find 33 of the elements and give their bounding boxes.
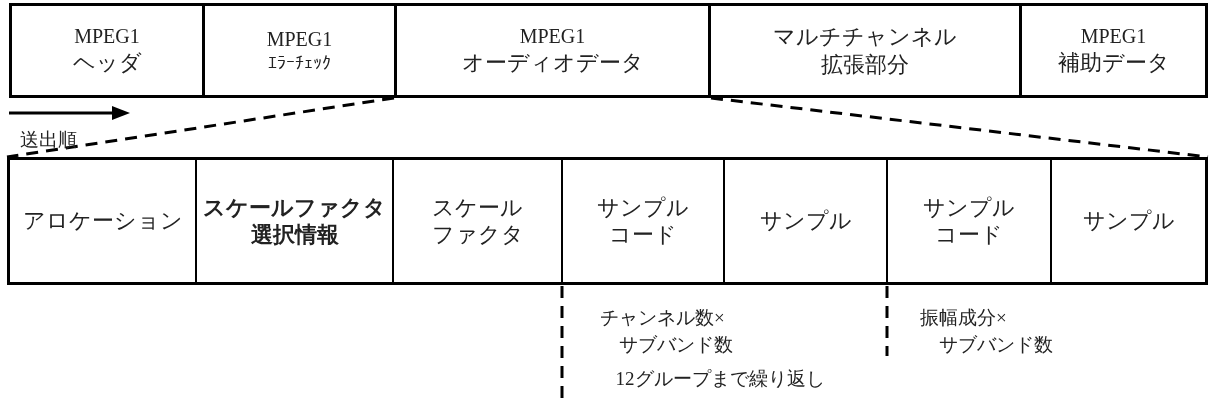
- field-name: ヘッダ: [72, 49, 142, 77]
- repeat-count-label: チャンネル数×サブバンド数: [600, 306, 733, 357]
- field-box: [195, 157, 395, 285]
- repeat-note: 12グループまで繰り返し: [614, 367, 826, 391]
- field-name: サンプルコード: [923, 193, 1015, 249]
- field-name: MPEG1: [519, 24, 586, 50]
- expansion-line: [6, 96, 395, 159]
- field-box: [708, 3, 1022, 98]
- field-name: マルチチャンネル拡張部分: [773, 23, 957, 78]
- field-name: サンプル: [759, 207, 852, 235]
- field-box: [202, 3, 397, 98]
- field-name: サンプルコード: [597, 193, 689, 249]
- field-box: [9, 3, 205, 98]
- send-order-label: 送出順: [20, 128, 78, 152]
- field-box: [394, 3, 711, 98]
- field-name: スケールファクタ選択情報: [203, 193, 386, 249]
- repeat-count-label: 振幅成分×サブバンド数: [920, 306, 1053, 357]
- field-name: MPEG1: [74, 24, 140, 50]
- field-box: [392, 157, 564, 285]
- field-name: スケールファクタ: [431, 193, 524, 249]
- field-name: MPEG1: [1080, 24, 1147, 50]
- field-name: MPEG1: [266, 26, 333, 52]
- field-name: サンプル: [1082, 207, 1175, 235]
- field-name: 補助データ: [1057, 49, 1170, 77]
- field-name: ｴﾗｰﾁｪｯｸ: [268, 51, 331, 75]
- field-name: アロケーション: [22, 207, 183, 235]
- field-box: [1050, 157, 1208, 285]
- field-box: [886, 157, 1053, 285]
- field-box: [723, 157, 889, 285]
- field-name: オーディオデータ: [461, 49, 644, 77]
- field-box: [561, 157, 726, 285]
- field-box: [1019, 3, 1208, 98]
- field-box: [7, 157, 198, 285]
